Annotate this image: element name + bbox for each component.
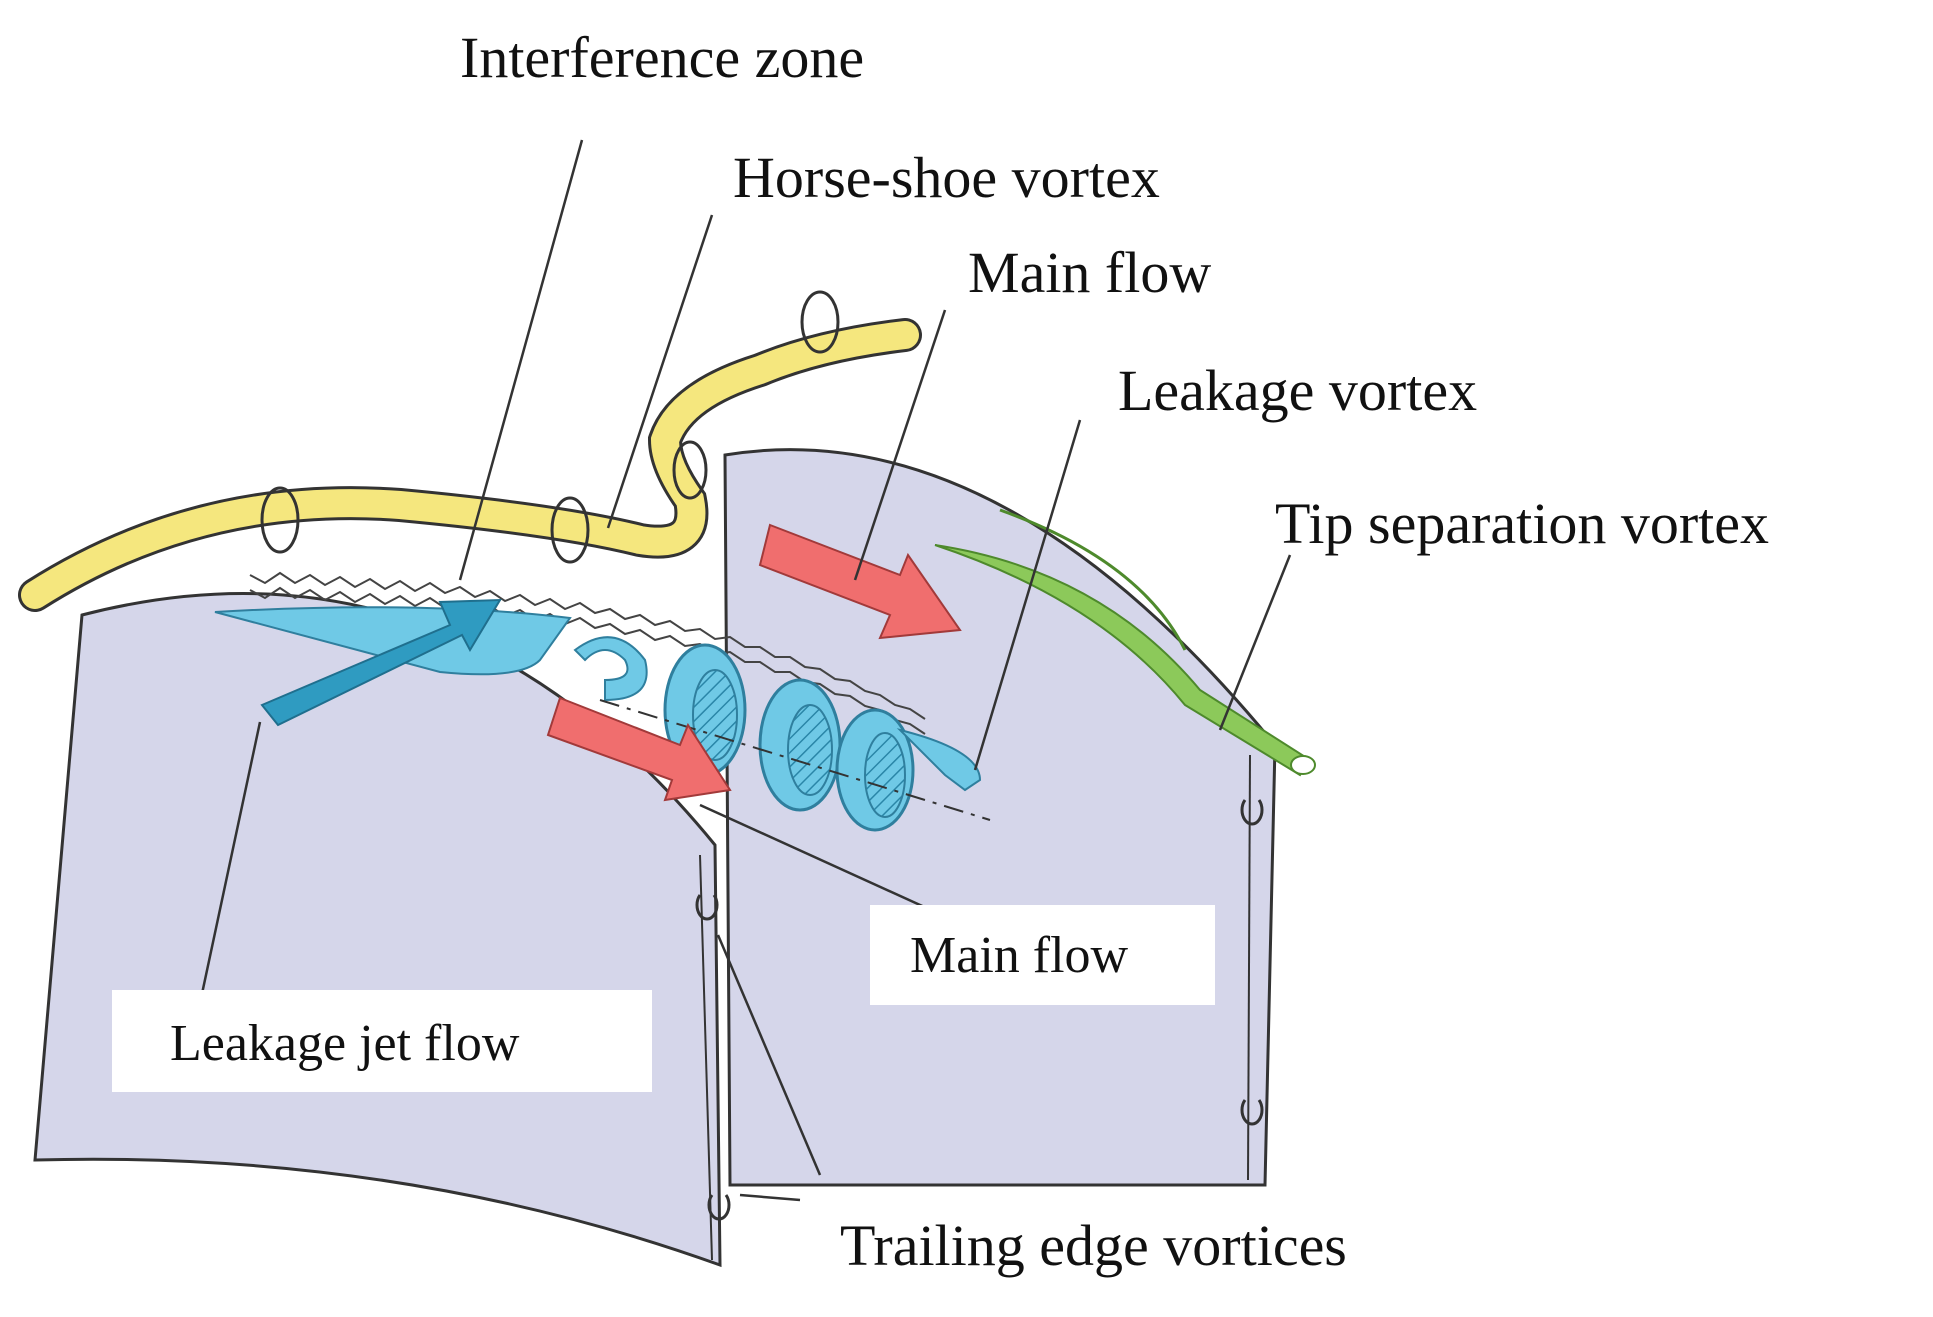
- label-horse-shoe-vortex: Horse-shoe vortex: [733, 145, 1160, 210]
- label-main-flow-top: Main flow: [968, 240, 1211, 305]
- label-leakage-jet-flow: Leakage jet flow: [170, 1015, 520, 1072]
- label-trailing-edge-vortices: Trailing edge vortices: [840, 1213, 1347, 1278]
- main-flow-arrow-upper: [758, 523, 962, 640]
- main-flow-box: [870, 905, 1215, 1005]
- label-leakage-vortex: Leakage vortex: [1118, 358, 1477, 423]
- rear-blade-trailing-edge: [1247, 754, 1251, 1181]
- horse-shoe-vortex-fill: [21, 321, 919, 609]
- front-blade: [33, 592, 722, 1268]
- label-tip-separation-vortex: Tip separation vortex: [1275, 491, 1769, 556]
- front-blade-trailing-edge: [699, 854, 713, 1261]
- main-flow-arrow-lower: [546, 696, 732, 802]
- label-interference-zone: Interference zone: [460, 25, 864, 90]
- interference-zone-mesh: [249, 571, 926, 720]
- trailing-edge-vortex-icons: [695, 799, 1264, 1221]
- leakage-vortex-coils: [573, 636, 991, 832]
- label-main-flow-box: Main flow: [910, 927, 1129, 984]
- leakage-jet-arrow: [260, 598, 502, 727]
- leakage-jet-flow-box: [112, 990, 652, 1092]
- horse-shoe-rotation-icons: [260, 290, 840, 564]
